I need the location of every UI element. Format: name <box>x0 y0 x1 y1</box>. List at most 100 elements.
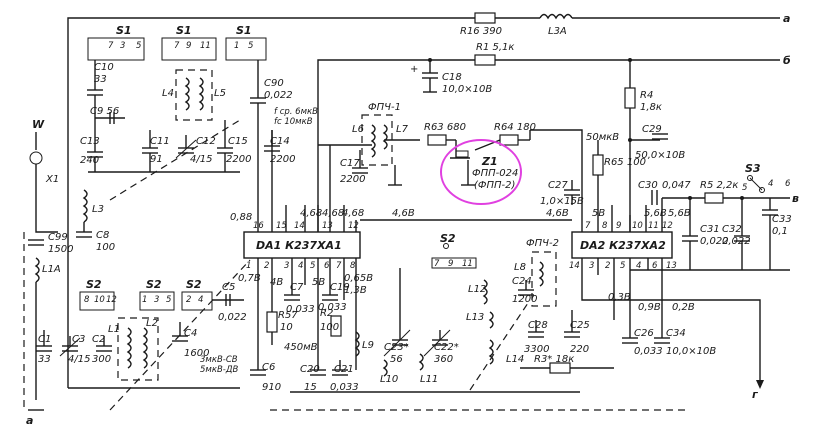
l5-label: L5 <box>214 88 226 99</box>
antenna-label: W <box>32 118 45 131</box>
s1-label-1: S1 <box>116 24 132 37</box>
svg-text:11: 11 <box>648 221 659 231</box>
svg-text:12: 12 <box>662 221 673 231</box>
note-2: fс 10мкВ <box>274 117 313 127</box>
voltage-v11: 1,3В <box>344 285 367 296</box>
c6-value: 910 <box>262 382 281 393</box>
lower-left-tuning: S2 8 10 12 S2 1 3 5 S2 2 4 C1 33 C3 4/15… <box>36 259 281 411</box>
c9-label: C9 56 <box>90 106 119 117</box>
c5-label: C5 <box>222 282 235 293</box>
da1-chip: DA1 К237ХА1 16 15 14 13 12 1 2 3 4 5 6 7… <box>230 130 572 370</box>
c99-label: C99 <box>48 232 68 243</box>
c22-label: C22* <box>434 342 459 353</box>
svg-text:3: 3 <box>154 295 159 305</box>
r57-resistor <box>266 311 278 333</box>
svg-text:12: 12 <box>348 221 359 231</box>
l14-label: L14 <box>506 354 524 365</box>
fpch1-label: ФПЧ-1 <box>368 102 401 113</box>
l1a-label: L1A <box>42 264 61 275</box>
svg-text:7: 7 <box>585 221 591 231</box>
c17-value: 2200 <box>340 174 365 185</box>
svg-text:5: 5 <box>248 41 253 51</box>
r2-resistor <box>330 315 342 337</box>
voltage-v20: 0,9В <box>638 302 661 313</box>
l9-label: L9 <box>362 340 374 351</box>
c1-label: C1 <box>38 334 51 345</box>
l6-label: L6 <box>352 124 364 135</box>
voltage-v18: 0,3В <box>608 292 631 303</box>
voltage-v2: 4,68 <box>300 208 322 219</box>
c13-label: C13 <box>80 136 100 147</box>
svg-text:5: 5 <box>166 295 171 305</box>
output-v-label: в <box>792 192 799 205</box>
voltage-v5: 4,6В <box>392 208 415 219</box>
c24-label: C24 <box>512 276 532 287</box>
c18-value: 10,0×10В <box>442 84 492 95</box>
svg-text:4: 4 <box>298 261 303 271</box>
voltage-v1: 0,88 <box>230 212 252 223</box>
r63-resistor <box>427 134 447 146</box>
svg-text:5: 5 <box>310 261 315 271</box>
l11-label: L11 <box>420 374 438 385</box>
c90-value: 0,022 <box>264 90 293 101</box>
fpch2-label: ФПЧ-2 <box>526 238 559 249</box>
c17-label: C17 <box>340 158 360 169</box>
c23-label: C23* <box>384 342 409 353</box>
voltage-v9: 4,6В <box>546 208 569 219</box>
fpch1-section: ФПЧ-1 L6 L7 C17 2200 R63 680 R64 180 50м… <box>318 102 619 205</box>
c28-label: C28 <box>528 320 548 331</box>
svg-text:9: 9 <box>448 259 453 269</box>
c28-value: 3300 <box>524 344 549 355</box>
svg-text:6: 6 <box>324 261 330 271</box>
s2-label-2: S2 <box>146 278 162 291</box>
svg-text:7: 7 <box>434 259 440 269</box>
svg-text:6: 6 <box>785 179 791 189</box>
s2-label-1: S2 <box>86 278 102 291</box>
svg-text:7: 7 <box>336 261 342 271</box>
da1-lower-components: R57 10 C7 0,033 C19 R2 100 0,033 C20 15 … <box>266 282 580 393</box>
svg-text:13: 13 <box>322 221 333 231</box>
svg-text:15: 15 <box>276 221 287 231</box>
c20-value: 15 <box>304 382 317 393</box>
r65-c27: R65 100 C27 1,0×15В <box>540 140 646 207</box>
svg-text:1: 1 <box>246 261 251 271</box>
svg-text:14: 14 <box>294 221 305 231</box>
da1-label: DA1 К237ХА1 <box>256 239 342 252</box>
r5-label: R5 2,2к <box>700 180 738 191</box>
svg-text:1: 1 <box>142 295 147 305</box>
c7-value: 0,033 <box>286 304 315 315</box>
l2-label: L2 <box>146 318 158 329</box>
r65-label: R65 100 <box>604 157 646 168</box>
voltage-v13: 5В <box>312 277 325 288</box>
c21-label: C21 <box>334 364 354 375</box>
svg-text:5: 5 <box>136 41 141 51</box>
r4-value: 1,8к <box>640 102 662 113</box>
voltage-v7: 4В <box>270 277 283 288</box>
svg-text:2: 2 <box>264 261 269 271</box>
note-4: 5мкВ-ДВ <box>200 365 238 375</box>
svg-text:7: 7 <box>108 41 114 51</box>
ground-label: а <box>26 414 33 427</box>
s2-label-3: S2 <box>186 278 202 291</box>
c90-label: C90 <box>264 78 284 89</box>
l1-label: L1 <box>108 324 120 335</box>
svg-text:4: 4 <box>768 179 773 189</box>
c20-label: C20 <box>300 364 320 375</box>
c22-value: 360 <box>434 354 453 365</box>
r63-label: R63 680 <box>424 122 466 133</box>
svg-text:6: 6 <box>652 261 658 271</box>
r57-value: 10 <box>280 322 293 333</box>
l10-label: L10 <box>380 374 398 385</box>
c14-label: C14 <box>270 136 290 147</box>
svg-text:9: 9 <box>186 41 191 51</box>
c30-value: 0,047 <box>662 180 691 191</box>
voltage-v10: 0,65В <box>344 273 373 284</box>
svg-text:10: 10 <box>632 221 643 231</box>
r64-label: R64 180 <box>494 122 536 133</box>
c21-value: 0,033 <box>330 382 359 393</box>
upper-left-tuning: S1 S1 S1 7 3 5 7 9 11 1 5 C10 33 C9 56 C… <box>80 24 318 205</box>
r16-label: R16 390 <box>460 26 502 37</box>
svg-text:5: 5 <box>620 261 625 271</box>
s1-label-2: S1 <box>176 24 192 37</box>
da2-label: DA2 К237ХА2 <box>580 239 666 252</box>
